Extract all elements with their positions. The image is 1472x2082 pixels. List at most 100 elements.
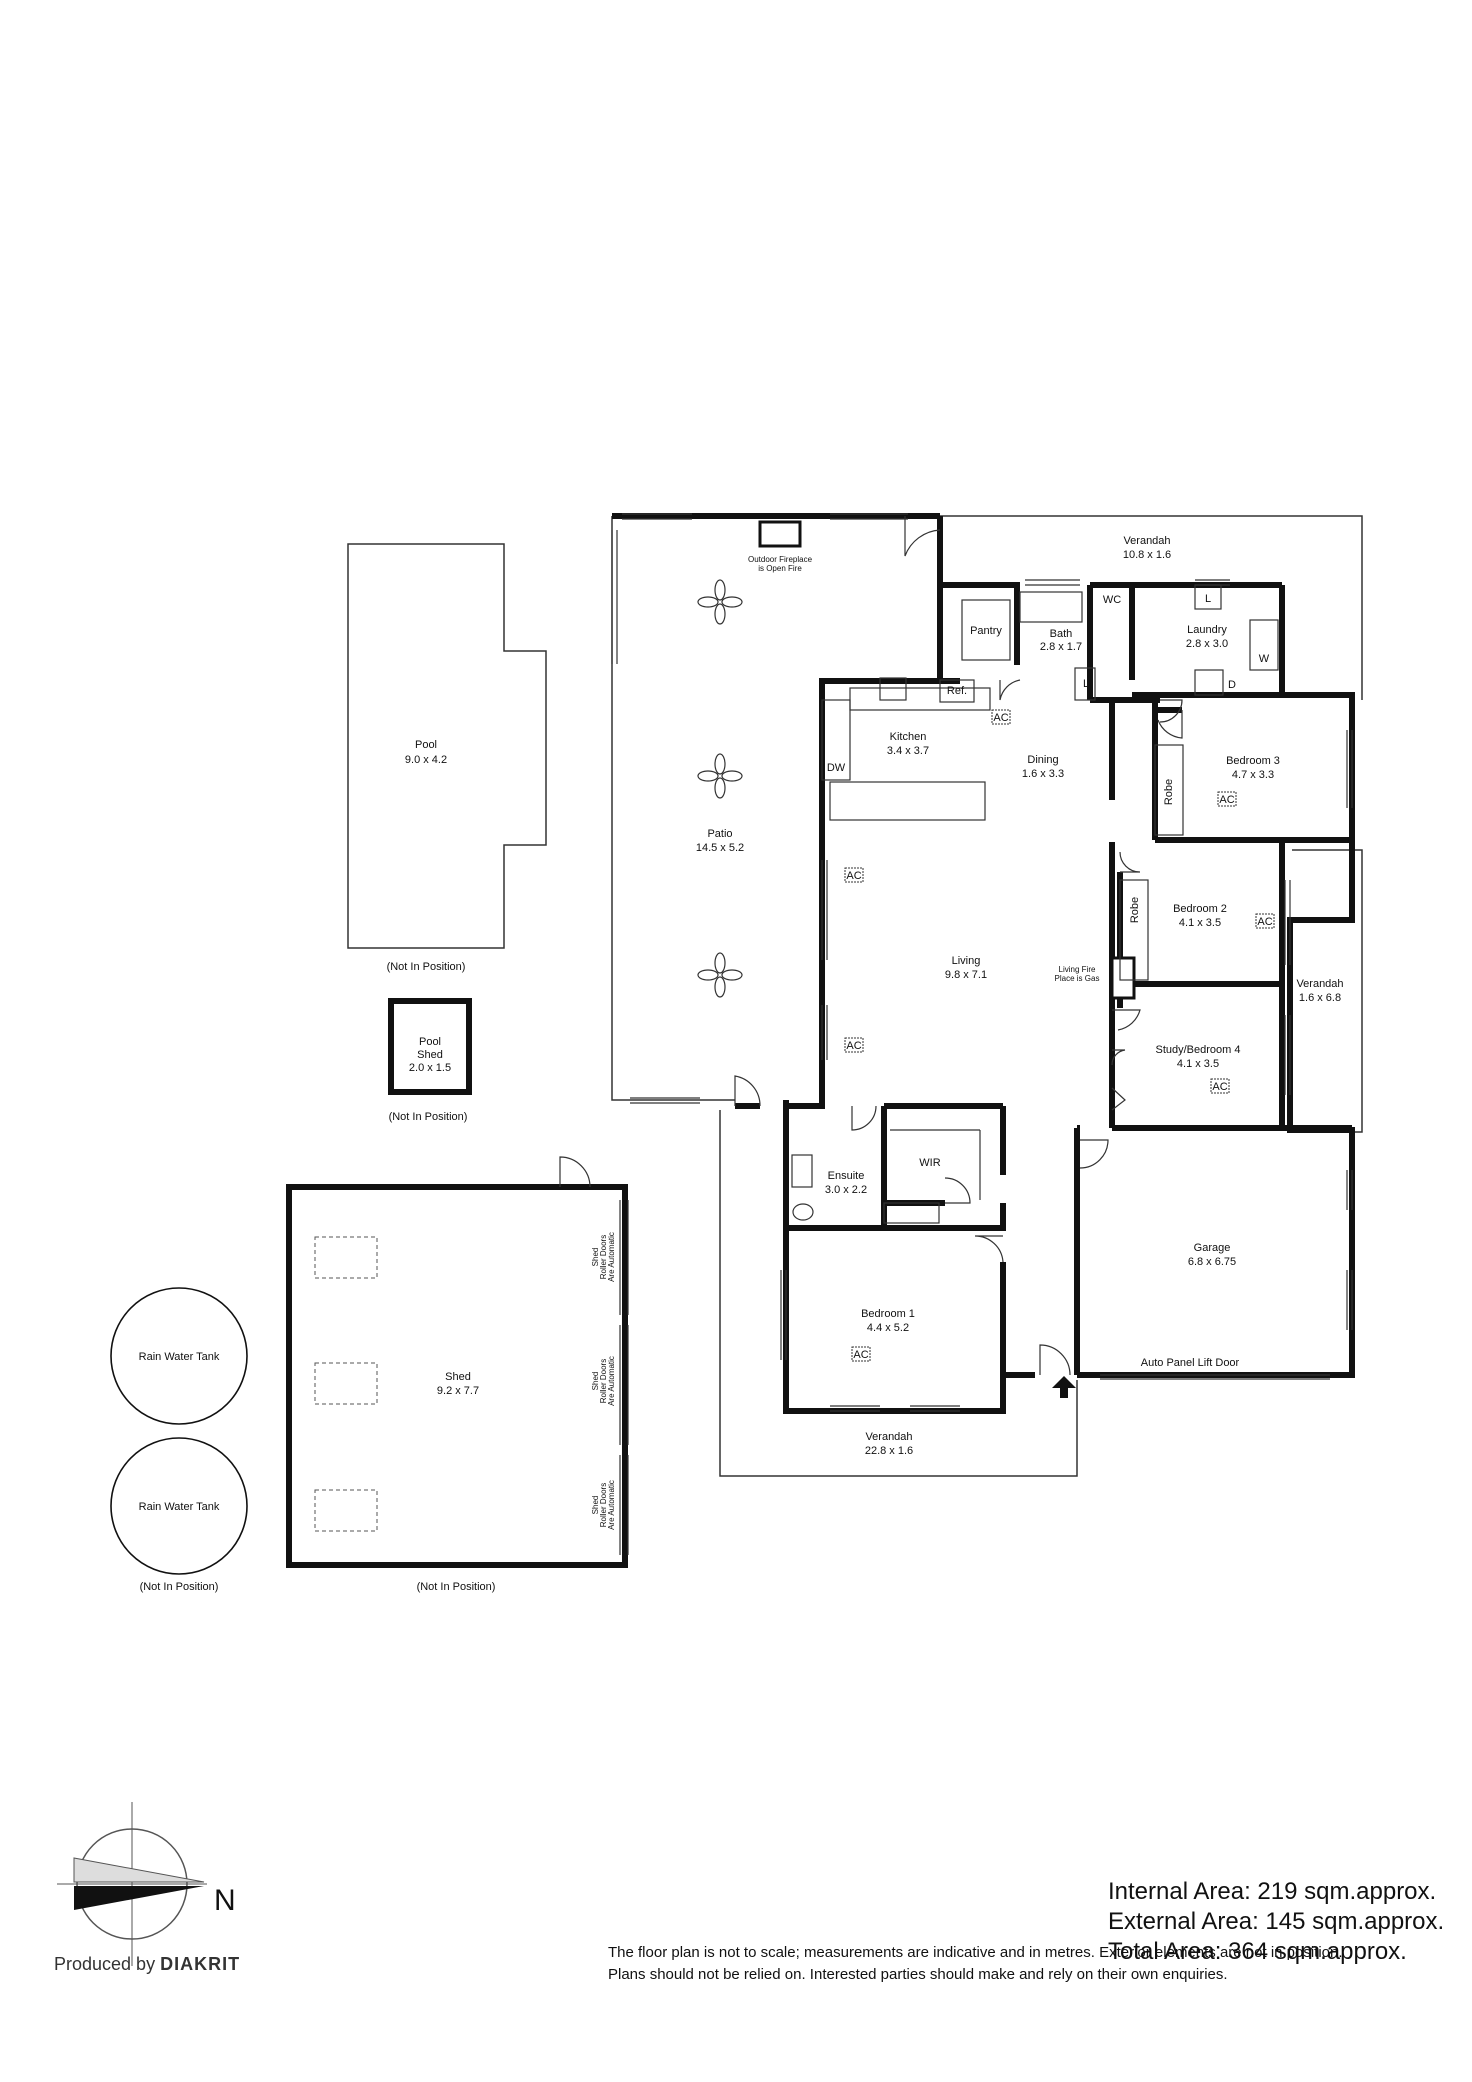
verandah-bottom-size: 22.8 x 1.6 [865, 1445, 913, 1457]
shed-door-note-2b: Roller Doors [599, 1359, 608, 1403]
shed-door-note-2a: Shed [591, 1372, 600, 1391]
bedroom1-size: 4.4 x 5.2 [867, 1322, 909, 1334]
shed-door-notes: Shed Roller Doors Are Automatic Shed Rol… [591, 1232, 616, 1530]
pool-shed-note: (Not In Position) [389, 1111, 468, 1123]
shed-door-note-3a: Shed [591, 1496, 600, 1515]
ac-living-2: AC [846, 1040, 861, 1052]
pool-size: 9.0 x 4.2 [405, 754, 447, 766]
rain-water-tank-2: Rain Water Tank (Not In Position) [110, 1437, 248, 1593]
fireplace-note-2: is Open Fire [758, 564, 802, 573]
patio-name: Patio [707, 828, 732, 840]
verandah-right-size: 1.6 x 6.8 [1299, 992, 1341, 1004]
ensuite-size: 3.0 x 2.2 [825, 1184, 867, 1196]
robe3-name: Robe [1163, 779, 1175, 805]
pool: Pool 9.0 x 4.2 (Not In Position) [347, 543, 547, 973]
dining-size: 1.6 x 3.3 [1022, 768, 1064, 780]
pool-shed-size: 2.0 x 1.5 [409, 1062, 451, 1074]
pool-shed-name: Pool [419, 1036, 441, 1048]
pool-note: (Not In Position) [387, 961, 466, 973]
garage-door: Auto Panel Lift Door [1141, 1357, 1240, 1369]
living-size: 9.8 x 7.1 [945, 969, 987, 981]
living-fire-note-1: Living Fire [1059, 965, 1096, 974]
ensuite-name: Ensuite [828, 1170, 865, 1182]
living-fire-note-2: Place is Gas [1055, 974, 1100, 983]
pool-name: Pool [415, 739, 437, 751]
laundry-name: Laundry [1187, 624, 1227, 636]
kitchen-dw: DW [827, 762, 846, 774]
ac-bedroom3: AC [1219, 794, 1234, 806]
verandah-right-name: Verandah [1296, 978, 1343, 990]
shed-note: (Not In Position) [417, 1581, 496, 1593]
tank2-name: Rain Water Tank [139, 1501, 220, 1513]
ac-dining: AC [993, 712, 1008, 724]
bedroom2-name: Bedroom 2 [1173, 903, 1227, 915]
living-name: Living [952, 955, 981, 967]
ac-bedroom2: AC [1257, 916, 1272, 928]
wc-name: WC [1103, 594, 1121, 606]
producer-prefix: Produced by [54, 1954, 156, 1974]
verandah-top-size: 10.8 x 1.6 [1123, 549, 1171, 561]
room-labels: Verandah 10.8 x 1.6 Outdoor Fireplace is… [696, 535, 1344, 1457]
laundry-l: L [1205, 593, 1211, 605]
windows [611, 513, 1353, 1412]
shed-door-note-1c: Are Automatic [607, 1232, 616, 1282]
tank2-note: (Not In Position) [140, 1581, 219, 1593]
house-walls [612, 513, 1355, 1414]
bedroom3-size: 4.7 x 3.3 [1232, 769, 1274, 781]
bath-size: 2.8 x 1.7 [1040, 641, 1082, 653]
verandah-bottom-name: Verandah [865, 1431, 912, 1443]
bath-l: L [1083, 678, 1089, 690]
ref-name: Ref. [947, 685, 967, 697]
pool-shed: Pool Shed 2.0 x 1.5 (Not In Position) [388, 998, 472, 1123]
ac-living-1: AC [846, 870, 861, 882]
wir-name: WIR [919, 1157, 940, 1169]
ac-markers: AC AC AC AC AC AC AC [844, 709, 1275, 1362]
producer-credit: Produced by DIAKRIT [54, 1954, 240, 1975]
ac-study: AC [1212, 1081, 1227, 1093]
dining-name: Dining [1027, 754, 1058, 766]
ceiling-fans [697, 579, 743, 998]
pool-shed-name2: Shed [417, 1049, 443, 1061]
shed-door-note-1a: Shed [591, 1248, 600, 1267]
compass-icon [57, 1802, 207, 1966]
bedroom3-name: Bedroom 3 [1226, 755, 1280, 767]
laundry-size: 2.8 x 3.0 [1186, 638, 1228, 650]
bedroom1-name: Bedroom 1 [861, 1308, 915, 1320]
shed-door-note-1b: Roller Doors [599, 1235, 608, 1279]
rain-water-tank-1: Rain Water Tank [110, 1287, 248, 1425]
shed-name: Shed [445, 1371, 471, 1383]
tank1-name: Rain Water Tank [139, 1351, 220, 1363]
shed-door-note-3b: Roller Doors [599, 1483, 608, 1527]
compass-north-label: N [214, 1884, 236, 1917]
fireplace-note-1: Outdoor Fireplace [748, 555, 813, 564]
disclaimer-line2: Plans should not be relied on. Intereste… [608, 1966, 1228, 1983]
study-name: Study/Bedroom 4 [1156, 1044, 1241, 1056]
laundry-d: D [1228, 679, 1236, 691]
bath-name: Bath [1050, 628, 1073, 640]
shed: Shed 9.2 x 7.7 (Not In Position) Shed Ro… [286, 1156, 629, 1593]
kitchen-name: Kitchen [890, 731, 927, 743]
fixtures [758, 520, 1279, 1224]
patio-size: 14.5 x 5.2 [696, 842, 744, 854]
study-size: 4.1 x 3.5 [1177, 1058, 1219, 1070]
kitchen-size: 3.4 x 3.7 [887, 745, 929, 757]
garage-size: 6.8 x 6.75 [1188, 1256, 1236, 1268]
verandah-top-name: Verandah [1123, 535, 1170, 547]
total-area: Total Area: 364 sqm.approx. [1108, 1938, 1407, 1965]
shed-door-note-2c: Are Automatic [607, 1356, 616, 1406]
internal-area: Internal Area: 219 sqm.approx. [1108, 1878, 1437, 1905]
robe2-name: Robe [1129, 897, 1141, 923]
disclaimer-line1: The floor plan is not to scale; measurem… [608, 1944, 1343, 1961]
external-area: External Area: 145 sqm.approx. [1108, 1908, 1445, 1935]
entry-arrow-icon [1052, 1376, 1076, 1398]
doors [734, 516, 1183, 1376]
laundry-w: W [1259, 653, 1270, 665]
bedroom2-size: 4.1 x 3.5 [1179, 917, 1221, 929]
garage-name: Garage [1194, 1242, 1231, 1254]
shed-door-note-3c: Are Automatic [607, 1480, 616, 1530]
pantry-name: Pantry [970, 625, 1002, 637]
producer-brand-logo: DIAKRIT [160, 1954, 241, 1974]
shed-size: 9.2 x 7.7 [437, 1385, 479, 1397]
ac-bedroom1: AC [853, 1349, 868, 1361]
